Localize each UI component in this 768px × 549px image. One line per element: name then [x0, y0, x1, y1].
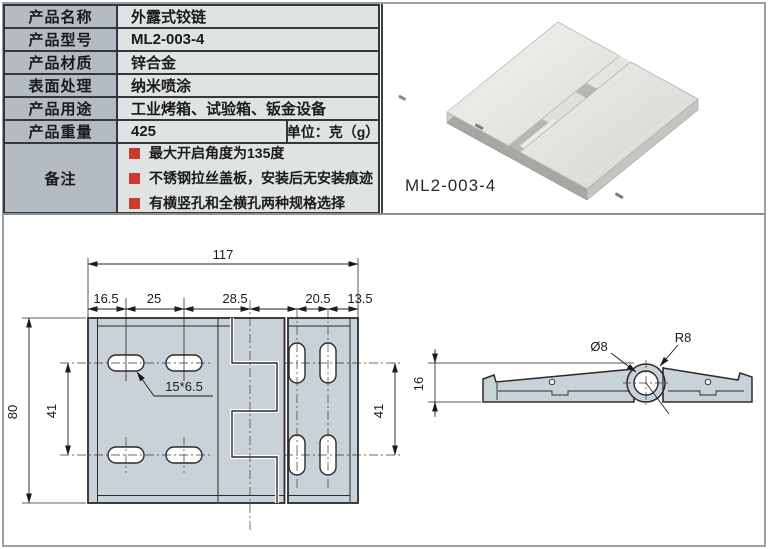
- table-row: 表面处理 纳米喷涂: [5, 75, 378, 98]
- bullet-square-icon: [129, 197, 140, 209]
- row-value: 外露式铰链: [118, 6, 378, 27]
- dim-segment-1: 16.5: [93, 291, 118, 306]
- bullet-square-icon: [129, 147, 140, 159]
- note-line: 有横竖孔和全横孔两种规格选择: [129, 193, 378, 213]
- side-view: [482, 363, 753, 403]
- note-text: 最大开启角度为135度: [149, 145, 285, 161]
- note-line: 不锈钢拉丝盖板，安装后无安装痕迹: [129, 168, 378, 188]
- row-label: 产品用途: [5, 98, 118, 119]
- front-view: [87, 317, 359, 504]
- table-row: 产品用途 工业烤箱、试验箱、钣金设备: [5, 98, 378, 121]
- row-value: 纳米喷涂: [118, 75, 378, 96]
- spec-table: 产品名称 外露式铰链 产品型号 ML2-003-4 产品材质 锌合金 表面处理 …: [3, 4, 380, 214]
- note-line: 最大开启角度为135度: [129, 143, 378, 163]
- row-label: 产品型号: [5, 29, 118, 50]
- dim-segment-4: 20.5: [305, 291, 330, 306]
- dim-knuckle-radius: R8: [675, 330, 692, 345]
- note-text: 不锈钢拉丝盖板，安装后无安装痕迹: [149, 170, 373, 186]
- dim-segment-3: 28.5: [222, 291, 247, 306]
- dim-thickness: 16: [411, 377, 426, 391]
- extension-lines: [22, 258, 359, 504]
- table-row: 产品型号 ML2-003-4: [5, 29, 378, 52]
- weight-unit-cell: 单位：克（g）: [286, 121, 379, 142]
- product-photo: [398, 21, 699, 201]
- row-label: 产品重量: [5, 121, 118, 142]
- dim-slot-size: 15*6.5: [165, 379, 203, 394]
- center-lines: [60, 300, 402, 530]
- dim-segment-5: 13.5: [347, 291, 372, 306]
- dimension-lines: [26, 261, 398, 504]
- photo-model-label: ML2-003-4: [405, 176, 497, 195]
- row-label: 备注: [5, 144, 118, 212]
- table-row-weight: 产品重量 425 单位：克（g）: [5, 121, 379, 144]
- dim-hole-diameter: Ø8: [590, 339, 607, 354]
- photo-panel: ML2-003-4: [381, 4, 763, 213]
- row-label: 产品名称: [5, 6, 118, 27]
- row-label: 表面处理: [5, 75, 118, 96]
- row-value: 锌合金: [118, 52, 378, 73]
- row-label: 产品材质: [5, 52, 118, 73]
- dim-width-total: 117: [213, 247, 234, 262]
- drawing-area: 117 16.5 25 28.5 20.5 13.5 80 41 41 15*6…: [5, 247, 753, 530]
- note-text: 有横竖孔和全横孔两种规格选择: [149, 195, 345, 211]
- table-row-notes: 备注 最大开启角度为135度 不锈钢拉丝盖板，安装后无安装痕迹 有横竖孔和全横孔…: [5, 144, 378, 212]
- dim-segment-2: 25: [147, 291, 161, 306]
- dim-hole-spacing-left: 41: [44, 404, 59, 418]
- section-divider: [3, 213, 765, 215]
- dim-hole-spacing-right: 41: [371, 404, 386, 418]
- dim-height-total: 80: [5, 405, 20, 419]
- row-value: ML2-003-4: [118, 29, 378, 50]
- row-value: 425: [118, 121, 286, 142]
- row-value: 工业烤箱、试验箱、钣金设备: [118, 98, 378, 119]
- table-row: 产品材质 锌合金: [5, 52, 378, 75]
- side-view-dims: [428, 344, 679, 417]
- table-row: 产品名称 外露式铰链: [5, 6, 378, 29]
- notes-list: 最大开启角度为135度 不锈钢拉丝盖板，安装后无安装痕迹 有横竖孔和全横孔两种规…: [118, 144, 378, 212]
- bullet-square-icon: [129, 172, 140, 184]
